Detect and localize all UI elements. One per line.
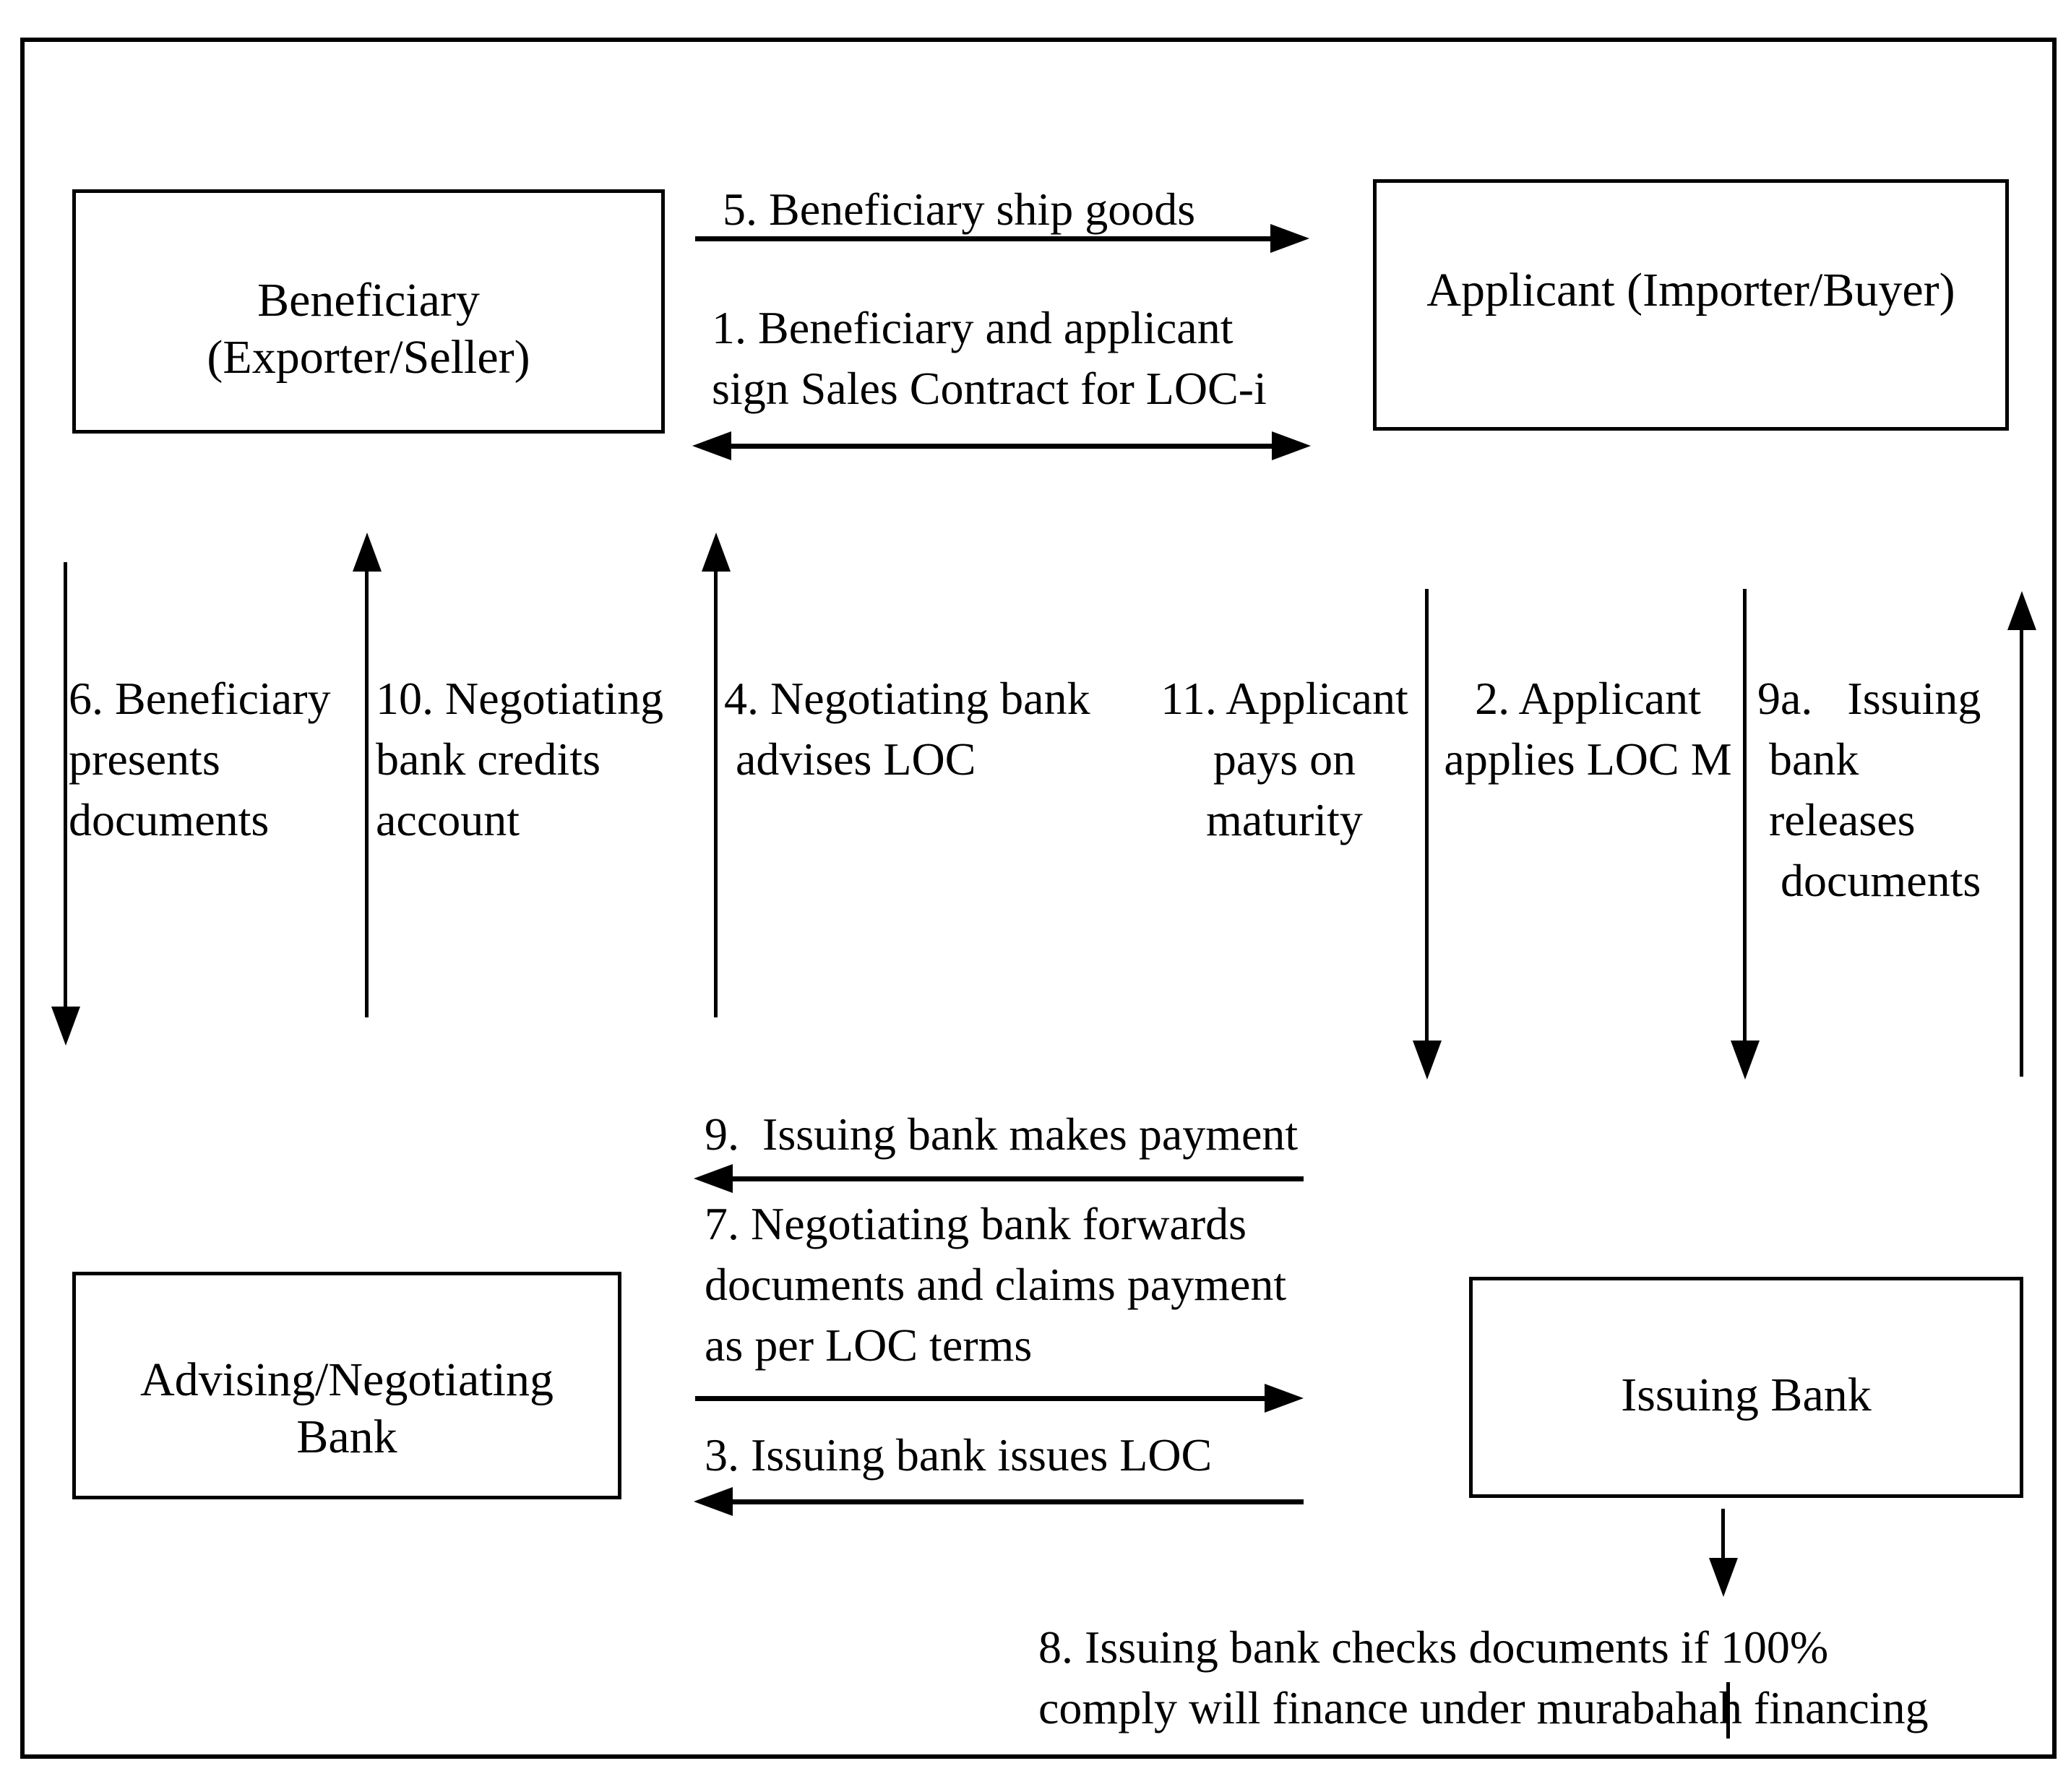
step6-arrow-line xyxy=(64,562,67,1008)
step3-label: 3. Issuing bank issues LOC xyxy=(705,1429,1213,1481)
step7-arrow-line xyxy=(695,1396,1266,1401)
step5-label: 5. Beneficiary ship goods xyxy=(723,184,1196,235)
step1-arrow-line xyxy=(730,444,1273,449)
step11-arrowhead-down-icon xyxy=(1413,1041,1442,1080)
issuing-bank-box: Issuing Bank xyxy=(1469,1277,2023,1498)
step4-label: 4. Negotiating bank advises LOC xyxy=(724,673,1090,785)
step9a-label: 9a. Issuing bank releases documents xyxy=(1757,673,1981,906)
beneficiary-box: Beneficiary (Exporter/Seller) xyxy=(72,189,665,434)
step3-arrowhead-left-icon xyxy=(694,1487,733,1516)
step8-label: 8. Issuing bank checks documents if 100%… xyxy=(1038,1621,1929,1733)
step9-arrowhead-left-icon xyxy=(694,1164,733,1193)
step10-label: 10. Negotiating bank credits account xyxy=(376,673,664,845)
step1-label: 1. Beneficiary and applicant sign Sales … xyxy=(712,302,1267,414)
issuing-bank-label: Issuing Bank xyxy=(1621,1369,1872,1422)
applicant-box: Applicant (Importer/Buyer) xyxy=(1373,179,2009,431)
step11-arrow-line xyxy=(1425,589,1429,1042)
step9-label: 9. Issuing bank makes payment xyxy=(705,1108,1299,1160)
step5-arrowhead-right-icon xyxy=(1270,224,1309,253)
step4-arrowhead-up-icon xyxy=(702,533,731,572)
step9a-arrow-line xyxy=(2020,627,2023,1077)
step3-arrow-line xyxy=(731,1499,1304,1504)
step8-arrow-line xyxy=(1721,1509,1725,1559)
step6-arrowhead-down-icon xyxy=(51,1007,80,1046)
applicant-label: Applicant (Importer/Buyer) xyxy=(1426,264,1955,317)
step10-arrow-line xyxy=(365,569,369,1017)
step2-arrow-line xyxy=(1743,589,1747,1042)
step5-arrow-line xyxy=(695,236,1273,241)
step1-arrowhead-left-icon xyxy=(692,431,731,460)
advising-negotiating-bank-box: Advising/Negotiating Bank xyxy=(72,1272,621,1499)
step10-arrowhead-up-icon xyxy=(353,533,382,572)
step1-arrowhead-right-icon xyxy=(1272,431,1311,460)
step2-arrowhead-down-icon xyxy=(1731,1041,1760,1080)
beneficiary-label: Beneficiary (Exporter/Seller) xyxy=(207,274,530,384)
step2-label: 2. Applicant applies LOC M xyxy=(1444,673,1732,785)
diagram-border xyxy=(20,38,2057,1759)
step9-arrow-line xyxy=(731,1176,1304,1181)
step4-arrow-line xyxy=(714,569,718,1017)
step8-arrowhead-down-icon xyxy=(1709,1558,1738,1597)
step7-label: 7. Negotiating bank forwards documents a… xyxy=(705,1198,1287,1371)
step7-arrowhead-right-icon xyxy=(1265,1384,1304,1413)
step6-label: 6. Beneficiary presents documents xyxy=(69,673,331,845)
step9a-arrowhead-up-icon xyxy=(2007,591,2036,630)
step11-label: 11. Applicant pays on maturity xyxy=(1161,673,1408,845)
advising-negotiating-bank-label: Advising/Negotiating Bank xyxy=(140,1353,554,1464)
step8-stray-line xyxy=(1726,1682,1730,1739)
